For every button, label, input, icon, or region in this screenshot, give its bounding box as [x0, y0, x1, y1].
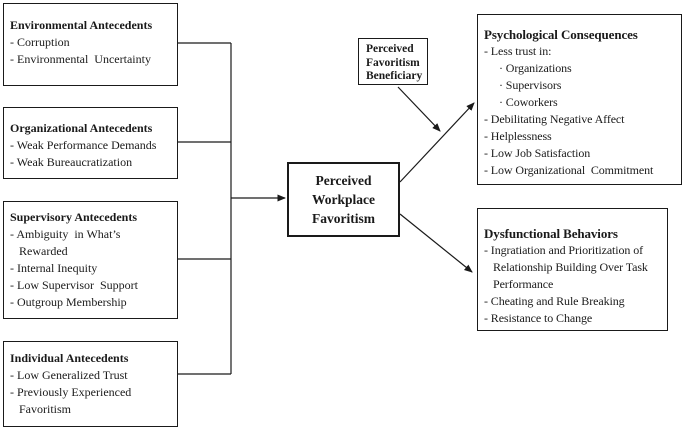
box-body: - Ingratiation and Prioritization of Rela… [484, 242, 665, 327]
box-body: - Low Generalized Trust - Previously Expe… [10, 367, 174, 418]
arrow-central-to-dysfunctional [399, 213, 473, 273]
box-line: - Resistance to Change [484, 311, 593, 325]
box-supervisory-antecedents: Supervisory Antecedents - Ambiguity in W… [3, 201, 178, 319]
box-psychological-consequences: Psychological Consequences - Less trust … [477, 14, 682, 185]
box-title: Individual Antecedents [10, 351, 129, 365]
box-line: - Low Supervisor Support [10, 278, 138, 292]
box-line: - Ambiguity in What’s [10, 227, 121, 241]
box-line: Favoritism [19, 402, 72, 416]
box-line: - Less trust in: [484, 44, 552, 58]
box-dysfunctional-behaviors: Dysfunctional Behaviors - Ingratiation a… [477, 208, 668, 331]
box-organizational-antecedents: Organizational Antecedents - Weak Perfor… [3, 107, 178, 179]
central-line: Favoritism [312, 211, 375, 226]
box-line: - Ingratiation and Prioritization of [484, 243, 644, 257]
beneficiary-line: Beneficiary [366, 70, 423, 82]
beneficiary-line: Perceived [366, 43, 414, 55]
box-perceived-workplace-favoritism: Perceived Workplace Favoritism [287, 162, 400, 237]
box-line: - Low Job Satisfaction [484, 146, 591, 160]
arrow-beneficiary-moderator [397, 86, 441, 132]
box-line: - Low Organizational Commitment [484, 163, 654, 177]
box-line: · Coworkers [499, 95, 558, 109]
beneficiary-line: Favoritism [366, 56, 420, 69]
box-line: - Weak Performance Demands [10, 138, 157, 152]
central-line: Perceived [315, 173, 372, 188]
box-line: Relationship Building Over Task [493, 260, 648, 274]
central-line: Workplace [312, 192, 375, 207]
box-line: - Internal Inequity [10, 261, 98, 275]
box-line: Performance [493, 277, 554, 291]
box-line: - Corruption [10, 35, 70, 49]
box-line: · Organizations [499, 61, 572, 75]
box-body: - Corruption - Environmental Uncertainty [10, 34, 174, 68]
box-line: Rewarded [19, 244, 68, 258]
arrow-central-to-psychological [399, 102, 475, 183]
box-individual-antecedents: Individual Antecedents - Low Generalized… [3, 341, 178, 427]
box-title: Psychological Consequences [484, 27, 638, 42]
box-line: · Supervisors [499, 78, 562, 92]
box-line: - Outgroup Membership [10, 295, 127, 309]
box-title: Supervisory Antecedents [10, 210, 137, 224]
box-body: - Weak Performance Demands - Weak Bureauc… [10, 137, 174, 171]
box-perceived-favoritism-beneficiary: Perceived Favoritism Beneficiary [358, 38, 428, 85]
box-line: - Debilitating Negative Affect [484, 112, 625, 126]
box-line: - Cheating and Rule Breaking [484, 294, 625, 308]
box-line: - Previously Experienced [10, 385, 132, 399]
box-title: Dysfunctional Behaviors [484, 226, 618, 241]
box-line: - Weak Bureaucratization [10, 155, 133, 169]
box-title: Organizational Antecedents [10, 121, 153, 135]
box-line: - Environmental Uncertainty [10, 52, 151, 66]
box-body: - Less trust in: · Organizations · Supervi… [484, 43, 679, 179]
box-line: - Low Generalized Trust [10, 368, 128, 382]
box-title: Environmental Antecedents [10, 18, 153, 32]
box-environmental-antecedents: Environmental Antecedents - Corruption- … [3, 3, 178, 86]
box-line: - Helplessness [484, 129, 552, 143]
